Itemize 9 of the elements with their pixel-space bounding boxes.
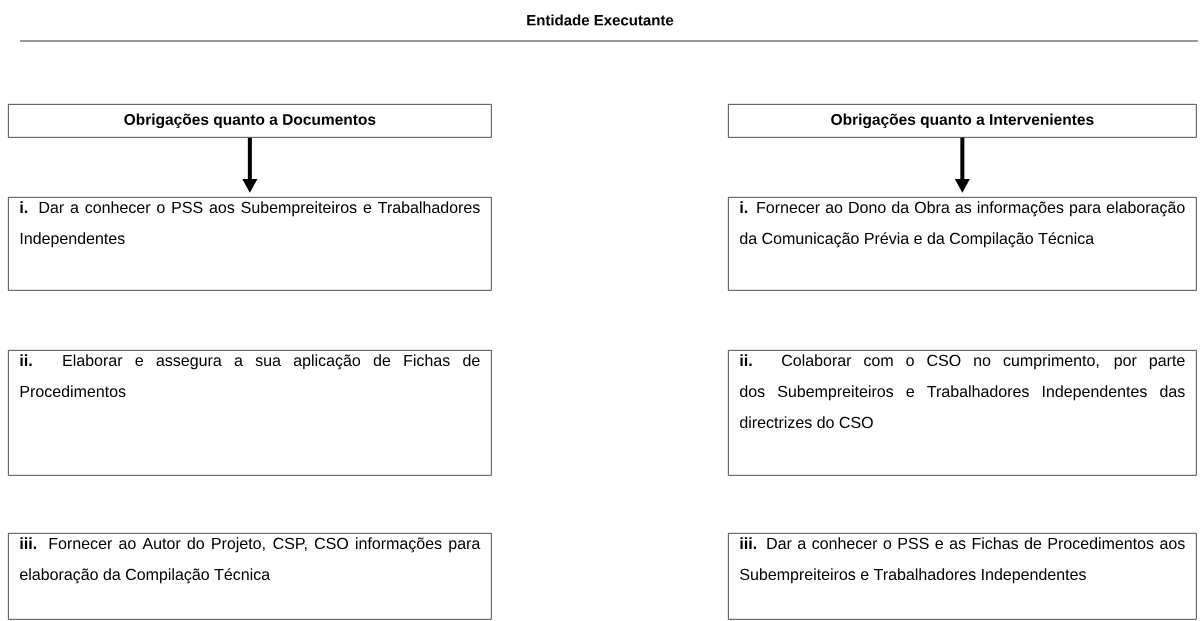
item-box: i. Fornecer ao Dono da Obra as informações para elaboração da Comunicação Prévia e da Compilação Técnica — [728, 197, 1197, 291]
item-box: ii. Colaborar com o CSO no cumprimento, por parte dos Subempreiteiros e Trabalhadores Independentes das directrizes do CSO — [728, 350, 1197, 476]
heading-box: Obrigações quanto a Documentos — [8, 104, 492, 138]
item-box: iii. Fornecer ao Autor do Projeto, CSP, CSO informações para elaboração da Compilação Técnica — [8, 533, 492, 620]
item-box: ii. Elaborar e assegura a sua aplicação de Fichas de Procedimentos — [8, 350, 492, 476]
item-box: i. Dar a conhecer o PSS aos Subempreiteiros e Trabalhadores Independentes — [8, 197, 492, 291]
item-box: iii. Dar a conhecer o PSS e as Fichas de Procedimentos aos Subempreiteiros e Trabalhadores Independentes — [728, 533, 1197, 620]
title: Entidade Executante — [527, 14, 674, 26]
heading-box: Obrigações quanto a Intervenientes — [728, 104, 1197, 138]
